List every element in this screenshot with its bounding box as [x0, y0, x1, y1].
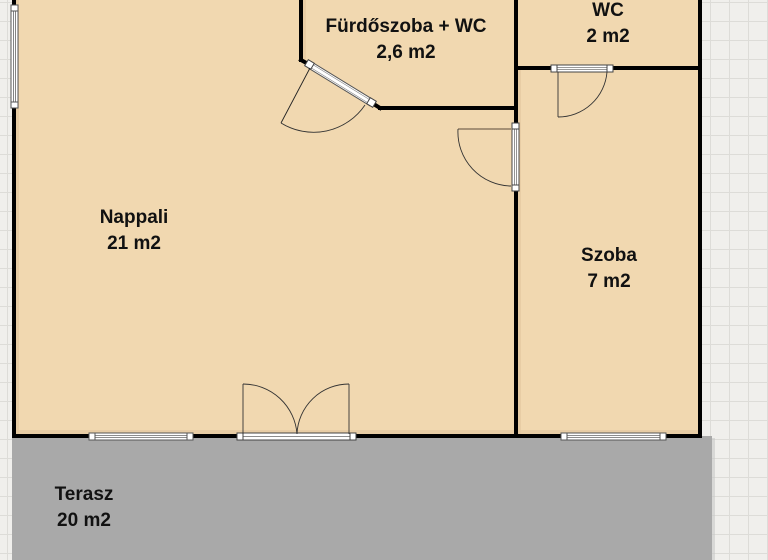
- terrace-area: [12, 436, 712, 560]
- room-label-wc: WC 2 m2: [586, 0, 629, 50]
- wc-door: [550, 64, 614, 118]
- window-left: [10, 4, 19, 109]
- window-nappali-bottom: [88, 432, 194, 441]
- room-name: Fürdőszoba + WC: [325, 16, 487, 37]
- szoba-door: [457, 122, 520, 192]
- room-label-szoba: Szoba 7 m2: [581, 243, 637, 295]
- bathroom-door: [280, 59, 377, 133]
- walls: [12, 0, 702, 438]
- room-name: Szoba: [581, 245, 637, 266]
- room-label-furdoszoba: Fürdőszoba + WC 2,6 m2: [326, 14, 487, 66]
- terrace-double-door: [236, 383, 357, 441]
- room-area: 20 m2: [57, 510, 111, 531]
- room-label-nappali: Nappali 21 m2: [100, 205, 169, 257]
- room-area: 21 m2: [107, 233, 161, 254]
- room-name: Nappali: [99, 207, 169, 228]
- window-szoba-bottom: [560, 432, 667, 441]
- room-area: 7 m2: [587, 271, 631, 292]
- room-name: WC: [592, 0, 624, 21]
- room-area: 2,6 m2: [376, 42, 436, 63]
- room-area: 2 m2: [586, 26, 630, 47]
- room-name: Terasz: [54, 484, 114, 505]
- room-label-terasz: Terasz 20 m2: [55, 482, 114, 534]
- interior-floor: [14, 0, 700, 436]
